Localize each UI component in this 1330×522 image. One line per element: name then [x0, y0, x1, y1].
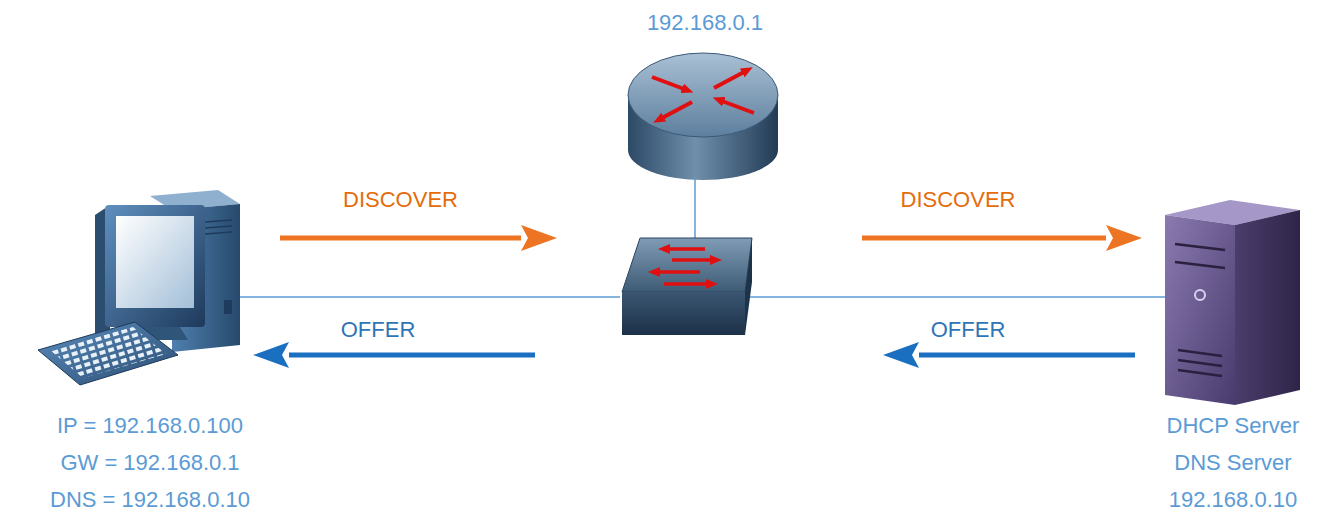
- switch-icon-part-part: [664, 282, 708, 286]
- message-label: OFFER: [341, 312, 416, 348]
- address-text: DNS Server: [1174, 444, 1291, 481]
- server-icon-part-part: [1175, 262, 1225, 268]
- server-icon-part-part: [1178, 350, 1222, 356]
- router-node: 192.168.0.1: [620, 4, 790, 184]
- switch-icon-part: [658, 249, 712, 284]
- server-icon-part-part: [1178, 370, 1222, 376]
- router-icon-part: [652, 72, 754, 118]
- switch-icon-part: [745, 238, 752, 335]
- message-arrow: [862, 236, 1106, 241]
- message-label: OFFER: [931, 312, 1006, 348]
- server-icon-part: [1165, 215, 1235, 405]
- message-arrow: [280, 236, 521, 241]
- computer-icon-part: [205, 220, 232, 234]
- computer-icon-part: [105, 205, 205, 327]
- message-label: DISCOVER: [901, 182, 1016, 218]
- address-text: GW = 192.168.0.1: [60, 444, 239, 481]
- address-text: 192.168.0.1: [647, 4, 763, 41]
- message-label: DISCOVER: [343, 182, 458, 218]
- server-icon-part: [1195, 290, 1205, 300]
- message-arrow: [289, 353, 535, 358]
- router-icon: [628, 53, 778, 180]
- computer-icon-part-part: [205, 226, 232, 228]
- computer-icon-part: [50, 327, 166, 378]
- server-icon-part: [1235, 210, 1300, 405]
- switch-icon-part-part: [658, 270, 700, 274]
- computer-icon: [38, 190, 240, 385]
- switch-node: [560, 230, 860, 340]
- router-icon-part: [628, 53, 778, 137]
- address-text: DHCP Server: [1167, 407, 1300, 444]
- router-icon-part-part: [722, 101, 754, 113]
- address-text: DNS = 192.168.0.10: [50, 481, 250, 518]
- computer-icon-part: [116, 216, 194, 308]
- switch-icon-part-part: [668, 247, 705, 251]
- address-text: IP = 192.168.0.100: [57, 407, 243, 444]
- server-icon-part: [1175, 244, 1225, 376]
- network-wire: [235, 296, 620, 298]
- address-text: 192.168.0.10: [1169, 481, 1297, 518]
- server-icon-part-part: [1178, 360, 1222, 366]
- computer-icon-part-part: [205, 232, 232, 234]
- computer-node: IP = 192.168.0.100GW = 192.168.0.1DNS = …: [20, 185, 280, 518]
- computer-icon-part: [224, 300, 232, 314]
- switch-icon: [622, 238, 752, 335]
- server-icon-part-part: [1175, 244, 1225, 250]
- computer-icon-part-part: [205, 220, 232, 222]
- switch-icon-part-part: [672, 258, 712, 262]
- server-node: DHCP ServerDNS Server192.168.0.10: [1140, 195, 1326, 518]
- router-icon-part-part: [662, 102, 692, 118]
- computer-icon-part: [38, 322, 178, 385]
- message-arrow: [919, 353, 1135, 358]
- switch-icon-part: [622, 238, 752, 292]
- router-icon-part-part: [652, 77, 684, 89]
- server-icon: [1165, 200, 1300, 405]
- switch-icon-part: [622, 292, 745, 335]
- router-icon-part-part: [714, 72, 744, 88]
